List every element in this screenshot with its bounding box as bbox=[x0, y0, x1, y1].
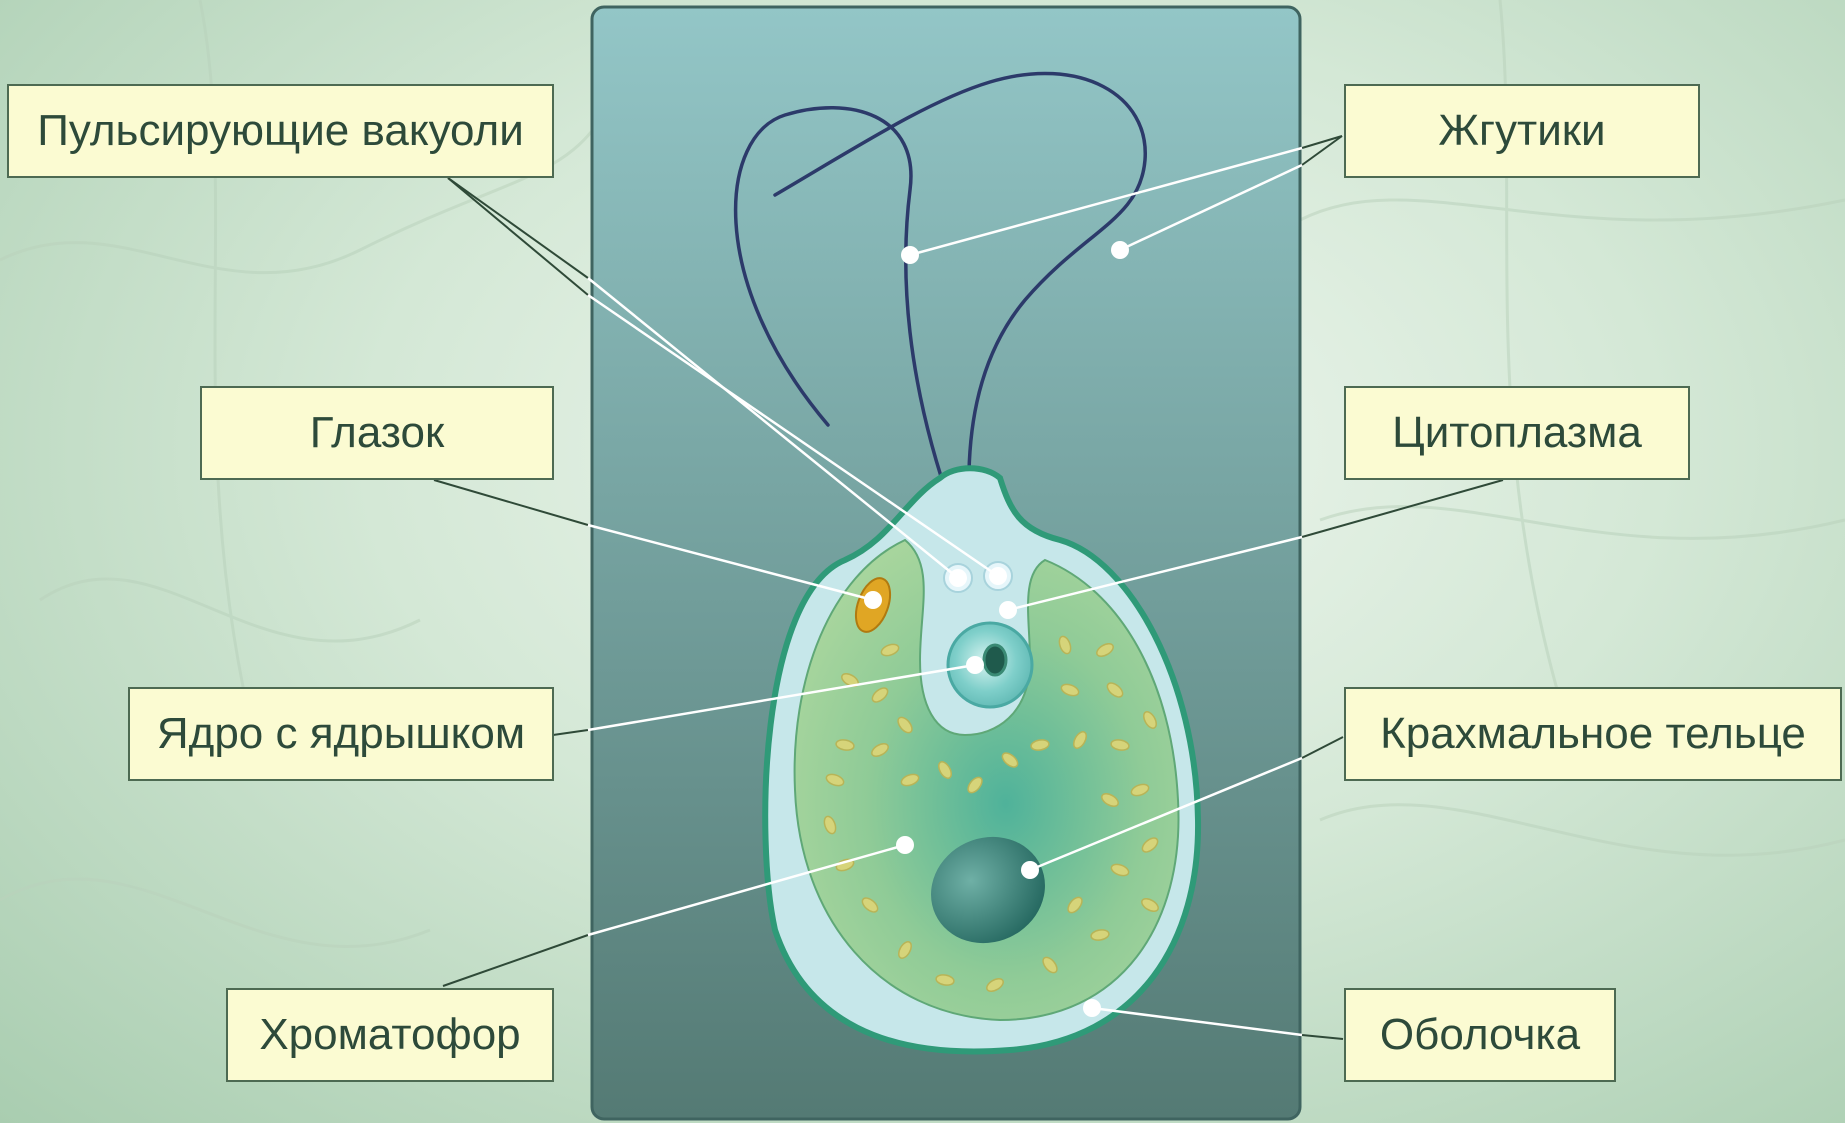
label-cytoplasm: Цитоплазма bbox=[1344, 386, 1690, 480]
label-eyespot: Глазок bbox=[200, 386, 554, 480]
nucleolus-shape bbox=[984, 645, 1006, 675]
label-contractile-vacuoles: Пульсирующие вакуоли bbox=[7, 84, 554, 178]
label-flagella: Жгутики bbox=[1344, 84, 1700, 178]
label-chromatophore: Хроматофор bbox=[226, 988, 554, 1082]
label-membrane: Оболочка bbox=[1344, 988, 1616, 1082]
label-nucleus: Ядро с ядрышком bbox=[128, 687, 554, 781]
label-starch-body: Крахмальное тельце bbox=[1344, 687, 1842, 781]
